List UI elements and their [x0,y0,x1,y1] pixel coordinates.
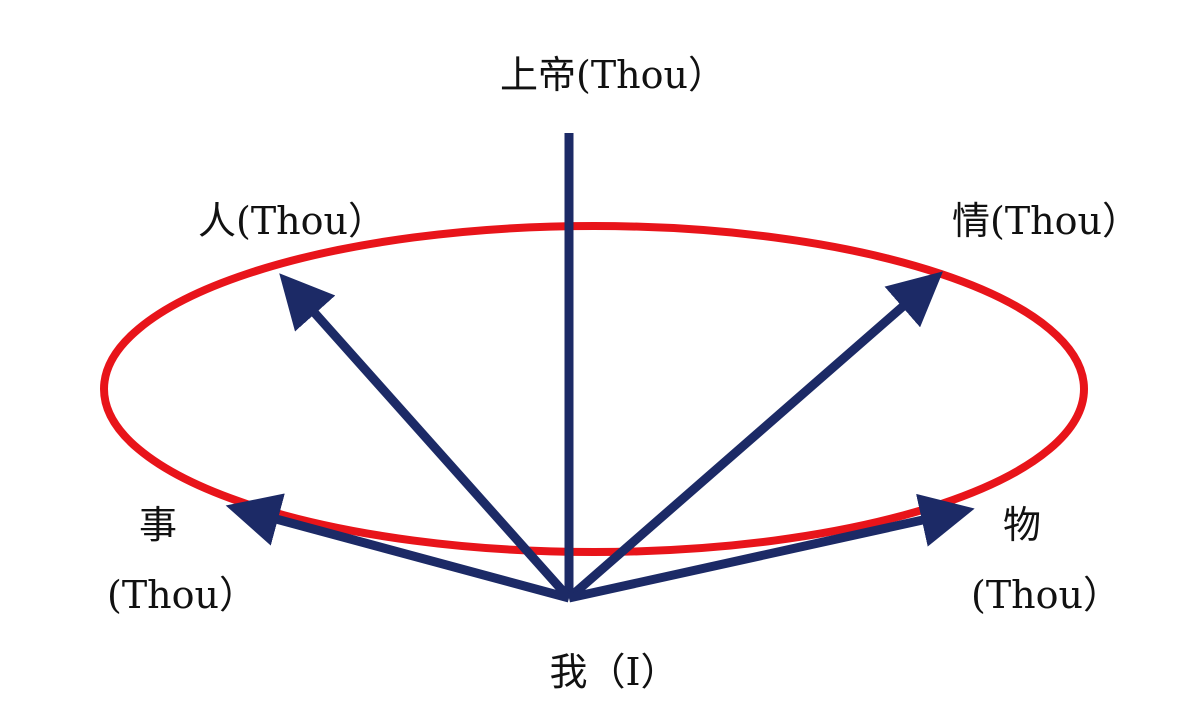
label-matter-thou: (Thou） [107,573,257,617]
label-object-char: 物 [1003,503,1041,547]
arrow-to-object [568,493,975,603]
label-person: 人(Thou） [198,199,386,243]
label-emotion: 情(Thou） [952,199,1140,243]
label-god: 上帝(Thou） [500,53,726,97]
arrow-to-emotion [566,271,943,602]
label-self: 我（I） [549,650,678,694]
label-matter-char: 事 [139,503,177,547]
arrow-to-person [279,273,573,601]
label-object-thou: (Thou） [971,573,1121,617]
arrow-to-matter [225,493,571,603]
relation-ellipse [100,222,1088,556]
